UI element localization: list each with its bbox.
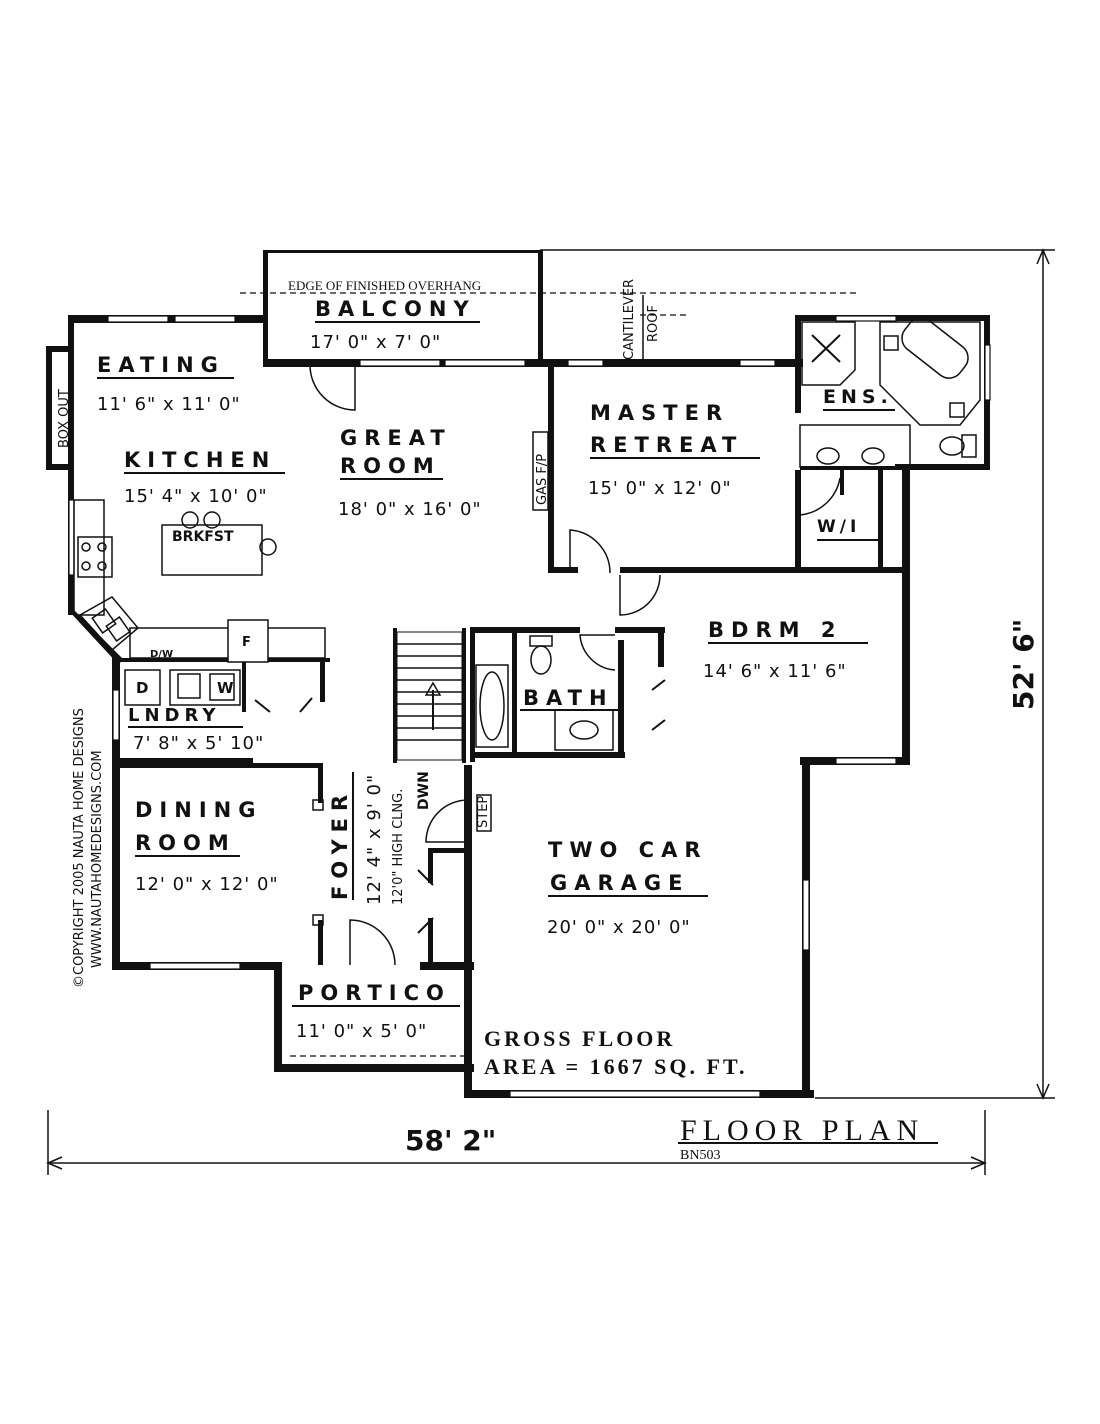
ens-label: ENS. xyxy=(823,386,893,408)
kitchen-size: 15' 4" x 10' 0" xyxy=(124,486,268,507)
stairs xyxy=(396,631,463,761)
fridge-label: F xyxy=(242,635,251,650)
doors xyxy=(254,364,841,966)
step-label: STEP xyxy=(476,796,491,828)
bath-label: BATH xyxy=(523,686,614,710)
width-dimension: 58' 2" xyxy=(405,1124,496,1157)
laundry-name: LNDRY xyxy=(128,705,220,726)
eating-size: 11' 6" x 11' 0" xyxy=(97,394,241,415)
washer-label: W xyxy=(217,679,234,697)
copyright-line2: WWW.NAUTAHOMEDESIGNS.COM xyxy=(90,750,105,968)
gas-fp-label: GAS F/P xyxy=(535,454,550,505)
foyer-size: 12' 4" x 9' 0" xyxy=(364,774,385,905)
bdrm2-size: 14' 6" x 11' 6" xyxy=(703,661,847,682)
balcony-name: BALCONY xyxy=(315,297,476,321)
labels: EDGE OF FINISHED OVERHANG BALCONY 17' 0"… xyxy=(57,278,1040,1163)
roof-label: ROOF xyxy=(646,305,661,342)
dimension-lines xyxy=(46,248,1055,1175)
portico-name: PORTICO xyxy=(298,981,451,1005)
master-name1: MASTER xyxy=(590,401,729,425)
brkfst-label: BRKFST xyxy=(172,529,234,545)
fixtures xyxy=(73,317,981,926)
dwn-label: DWN xyxy=(416,771,432,810)
box-out-label: BOX OUT xyxy=(57,389,72,448)
gross-area-line1: GROSS FLOOR xyxy=(484,1026,675,1051)
great-room-size: 18' 0" x 16' 0" xyxy=(338,499,482,520)
dining-name1: DINING xyxy=(135,798,262,822)
wi-label: W/I xyxy=(817,517,860,537)
cantilever-label: CANTILEVER xyxy=(622,279,637,360)
kitchen-name: KITCHEN xyxy=(124,448,276,472)
garage-name2: GARAGE xyxy=(550,871,690,895)
depth-dimension: 52' 6" xyxy=(1007,619,1040,710)
dw-label: D/W xyxy=(150,649,173,660)
foyer-ceiling: 12'0" HIGH CLNG. xyxy=(391,789,406,905)
overhang-label: EDGE OF FINISHED OVERHANG xyxy=(288,278,481,293)
great-room-name1: GREAT xyxy=(340,426,452,450)
balcony-size: 17' 0" x 7' 0" xyxy=(310,332,441,353)
windows xyxy=(68,315,991,1098)
portico-size: 11' 0" x 5' 0" xyxy=(296,1021,427,1042)
master-name2: RETREAT xyxy=(590,433,743,457)
copyright-line1: ©COPYRIGHT 2005 NAUTA HOME DESIGNS xyxy=(72,708,87,988)
foyer-name: FOYER xyxy=(328,788,352,900)
dining-name2: ROOM xyxy=(135,831,236,855)
garage-name1: TWO CAR xyxy=(548,838,708,862)
floor-plan-title: FLOOR PLAN xyxy=(680,1114,924,1147)
interior-walls xyxy=(118,363,905,965)
dryer-label: D xyxy=(136,679,148,697)
eating-name: EATING xyxy=(97,353,225,377)
master-size: 15' 0" x 12' 0" xyxy=(588,478,732,499)
garage-size: 20' 0" x 20' 0" xyxy=(547,917,691,938)
laundry-size: 7' 8" x 5' 10" xyxy=(133,733,264,754)
plan-code: BN503 xyxy=(680,1148,720,1163)
dining-size: 12' 0" x 12' 0" xyxy=(135,874,279,895)
great-room-name2: ROOM xyxy=(340,454,441,478)
gross-area-line2: AREA = 1667 SQ. FT. xyxy=(484,1054,748,1079)
bdrm2-name: BDRM 2 xyxy=(708,618,842,642)
